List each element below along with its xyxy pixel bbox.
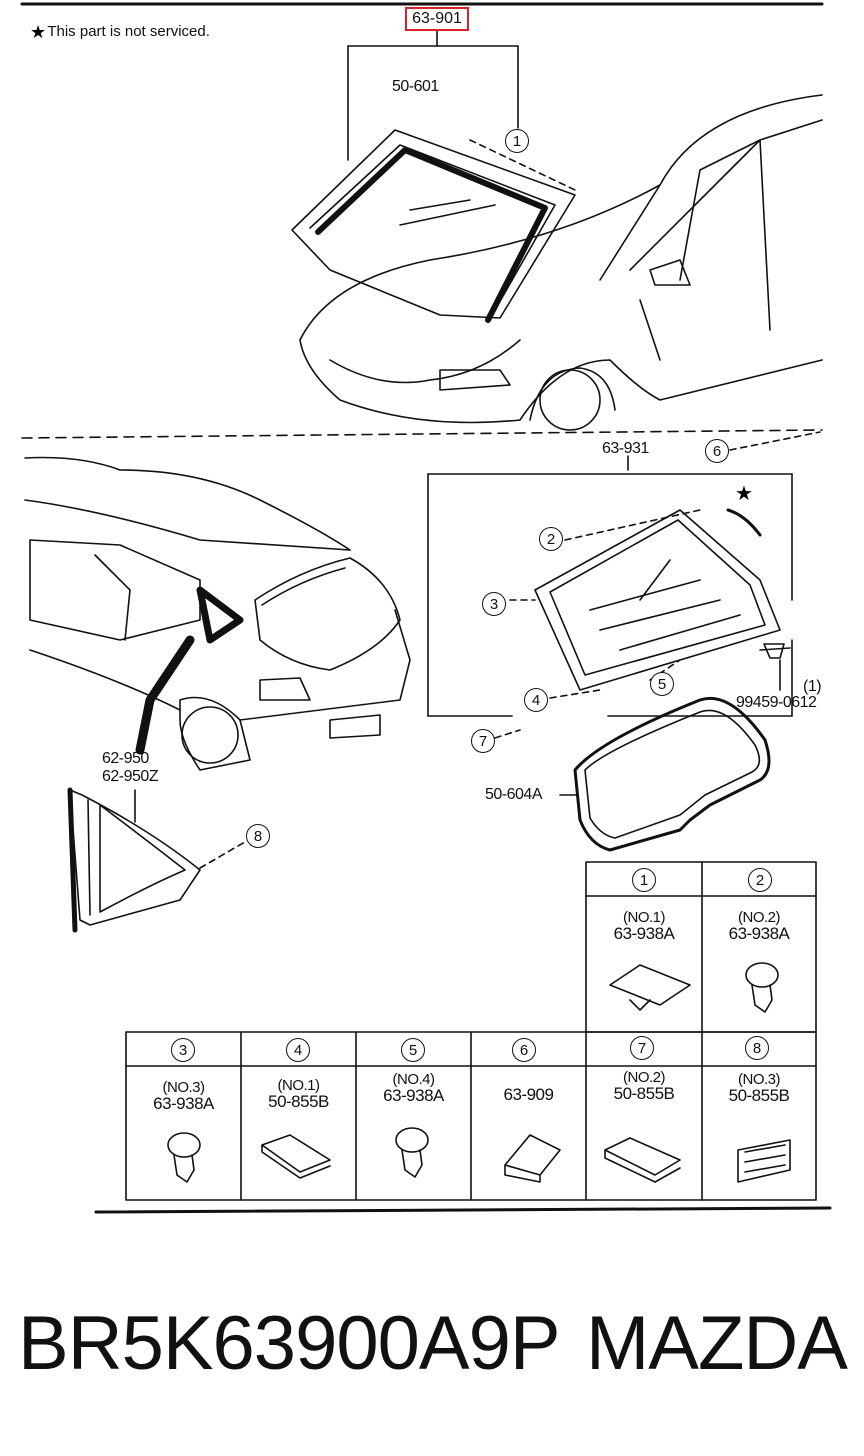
part-sketches: [167, 962, 791, 1183]
part-number: BR5K63900A9P: [18, 1301, 561, 1386]
table-cell-7-line2: 50-855B: [613, 1084, 675, 1103]
table-cell-5-line2: 63-938A: [383, 1086, 444, 1105]
callout-2: 2: [539, 527, 563, 551]
label-rear-glass: 63-931: [602, 440, 649, 457]
table-cell-3[interactable]: (NO.3) 63-938A: [126, 1080, 241, 1112]
table-num-5: 5: [401, 1038, 425, 1062]
table-num-4: 4: [286, 1038, 310, 1062]
brand-name: MAZDA: [586, 1301, 848, 1386]
callout-4: 4: [524, 688, 548, 712]
table-num-1: 1: [632, 868, 656, 892]
table-cell-5[interactable]: (NO.4) 63-938A: [356, 1072, 471, 1104]
star-icon: ★: [735, 481, 753, 505]
quarter-glass-illustration: [67, 787, 246, 933]
table-cell-4-line2: 50-855B: [268, 1092, 329, 1111]
rear-weatherstrip-illustration: [559, 696, 771, 852]
label-quarter-glass-b: 62-950Z: [102, 768, 159, 785]
parts-table-grid: [94, 861, 832, 1214]
table-cell-4[interactable]: (NO.1) 50-855B: [241, 1078, 356, 1110]
label-bolt: 99459-0612: [736, 694, 817, 711]
rear-glass-box: [427, 431, 821, 739]
assembly-highlight[interactable]: 63-901: [405, 7, 469, 31]
table-cell-6[interactable]: 63-909: [471, 1086, 586, 1103]
label-rear-weatherstrip: 50-604A: [485, 786, 543, 803]
front-car-illustration: [291, 29, 823, 431]
table-cell-2[interactable]: (NO.2) 63-938A: [702, 910, 816, 942]
table-cell-8-line1: (NO.3): [738, 1071, 781, 1088]
not-serviced-note: ★ This part is not serviced.: [30, 22, 210, 40]
table-cell-1-line1: (NO.1): [623, 909, 666, 926]
table-cell-3-line2: 63-938A: [153, 1094, 214, 1113]
callout-1: 1: [505, 129, 529, 153]
table-num-2: 2: [748, 868, 772, 892]
table-cell-7-line1: (NO.2): [623, 1069, 666, 1086]
table-cell-4-line1: (NO.1): [277, 1077, 321, 1094]
label-bolt-qty: (1): [803, 678, 822, 695]
table-cell-5-line1: (NO.4): [392, 1071, 436, 1088]
table-cell-2-line1: (NO.2): [738, 909, 781, 926]
callout-6: 6: [705, 439, 729, 463]
callout-3: 3: [482, 592, 506, 616]
note-text: This part is not serviced.: [47, 23, 210, 40]
callout-7: 7: [471, 729, 495, 753]
table-num-6: 6: [512, 1038, 536, 1062]
table-cell-1-line2: 63-938A: [613, 924, 675, 943]
table-cell-7[interactable]: (NO.2) 50-855B: [586, 1070, 702, 1102]
table-cell-8[interactable]: (NO.3) 50-855B: [702, 1072, 816, 1104]
table-cell-1[interactable]: (NO.1) 63-938A: [586, 910, 702, 942]
callout-8: 8: [246, 824, 270, 848]
table-cell-8-line2: 50-855B: [728, 1086, 790, 1105]
table-cell-3-line1: (NO.3): [162, 1079, 206, 1096]
table-num-8: 8: [745, 1036, 769, 1060]
table-cell-6-line2: 63-909: [503, 1085, 554, 1104]
table-cell-2-line2: 63-938A: [728, 924, 790, 943]
rear-car-illustration: [24, 456, 411, 771]
assembly-label: 63-901: [412, 10, 462, 27]
callout-5: 5: [650, 672, 674, 696]
label-quarter-glass-a: 62-950: [102, 750, 149, 767]
table-num-3: 3: [171, 1038, 195, 1062]
star-icon: ★: [30, 22, 46, 43]
table-num-7: 7: [630, 1036, 654, 1060]
label-windshield-molding: 50-601: [392, 78, 439, 95]
